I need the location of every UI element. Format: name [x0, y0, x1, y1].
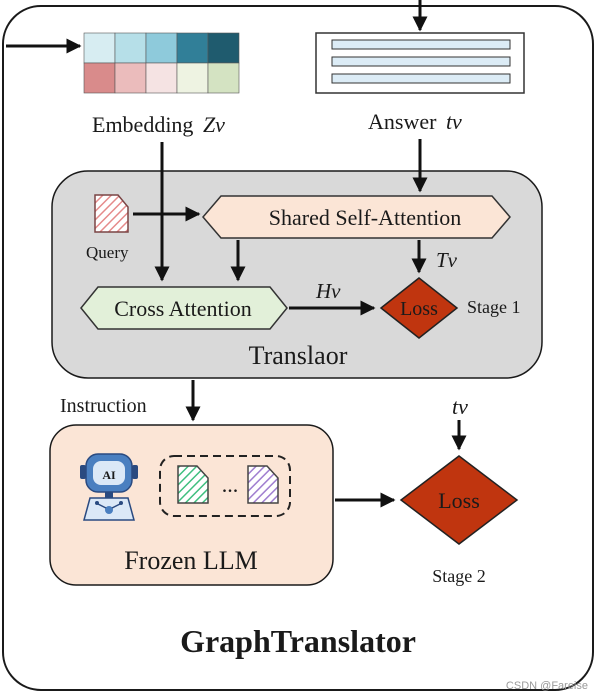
loss-stage1-diamond [379, 277, 459, 339]
hv-label: Hv [315, 279, 341, 303]
token-group [159, 455, 291, 517]
embedding-cell [207, 32, 240, 64]
cross-attention-block [80, 286, 288, 330]
shared-self-attention-block [202, 195, 511, 239]
embedding-cell [145, 32, 178, 64]
embedding-cell [83, 62, 116, 94]
instruction-label: Instruction [60, 395, 147, 417]
embedding-cell [207, 62, 240, 94]
watermark: CSDN @Fareise [506, 680, 588, 692]
loss-stage2-diamond [399, 455, 519, 545]
answer-line [331, 73, 511, 84]
robot-badge: AI [102, 468, 116, 482]
tv-upper-label: Tv [436, 248, 458, 272]
embedding-cell [145, 62, 178, 94]
query-label: Query [86, 243, 129, 262]
answer-line [331, 39, 511, 50]
query-token-icon [94, 194, 129, 233]
shared-self-attention-label: Shared Self-Attention [269, 205, 461, 230]
answer-label: Answer tv [368, 109, 462, 134]
embedding-cell [114, 62, 147, 94]
embedding-cell [176, 32, 209, 64]
loss-stage2-label: Loss [438, 488, 480, 513]
tv-lower-label: tv [452, 394, 468, 419]
loss-stage1-label: Loss [400, 298, 438, 320]
embedding-cell [83, 32, 116, 64]
answer-line [331, 56, 511, 67]
robot-icon: AI [80, 453, 138, 521]
translator-label: Translaor [249, 341, 348, 370]
embedding-cell [176, 62, 209, 94]
cross-attention-label: Cross Attention [114, 296, 252, 321]
token-ellipsis: ... [222, 472, 239, 497]
embedding-label: Embedding Zv [92, 112, 225, 137]
stage1-label: Stage 1 [467, 297, 521, 317]
purple-token-icon [247, 465, 279, 504]
diagram-title: GraphTranslator [180, 623, 416, 659]
green-token-icon [177, 465, 209, 504]
answer-box [315, 32, 525, 94]
embedding-cell [114, 32, 147, 64]
embedding-grid [83, 32, 240, 94]
frozen-llm-label: Frozen LLM [124, 546, 258, 575]
stage2-label: Stage 2 [432, 566, 486, 586]
